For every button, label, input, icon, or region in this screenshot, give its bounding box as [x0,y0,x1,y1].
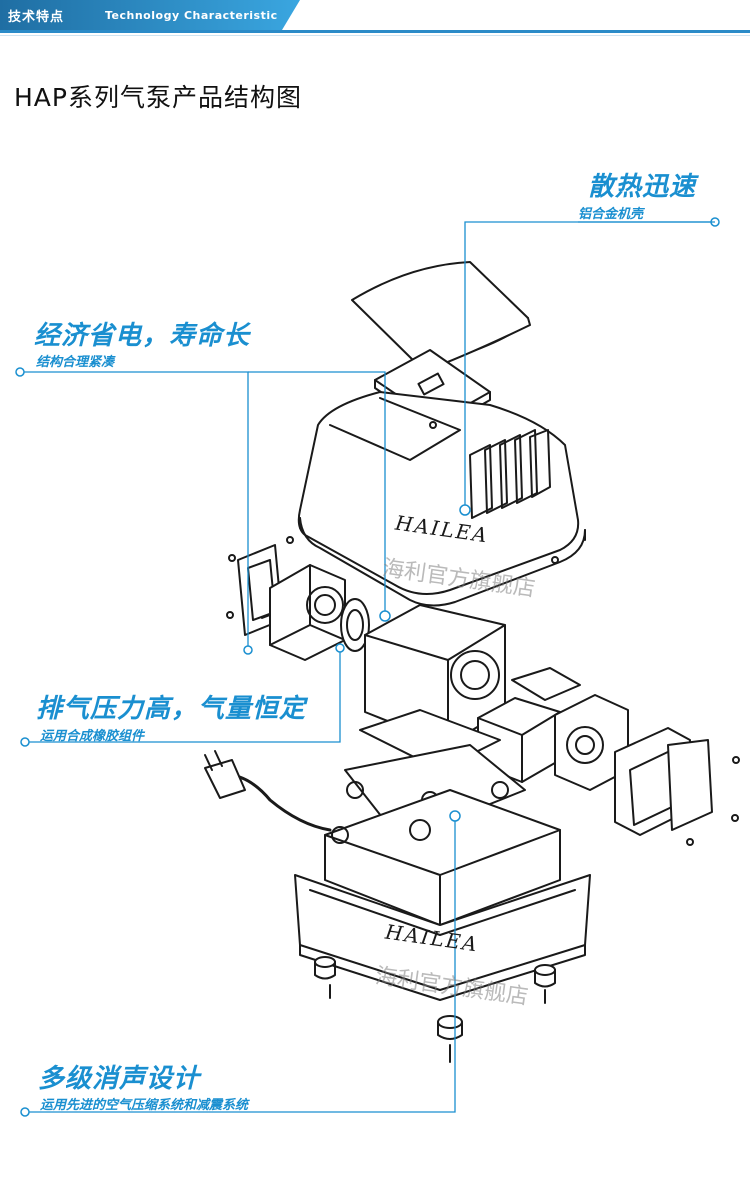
callout-line-3 [25,650,341,743]
callout-sub-pressure: 运用合成橡胶组件 [40,729,145,744]
callout-sub-silencing: 运用先进的空气压缩系统和减震系统 [40,1098,249,1113]
left-diaphragm [340,598,370,652]
callout-heading-heat: 散热迅速 [588,172,697,202]
foot-right [534,964,556,976]
callout-heading-economy: 经济省电，寿命长 [34,321,251,351]
foot-front [437,1015,463,1029]
lower-deck [324,789,561,926]
left-chamber [269,564,346,661]
callout-heading-pressure: 排气压力高，气量恒定 [36,694,307,724]
callout-sub-heat: 铝合金机壳 [578,207,644,222]
header-title-en: Technology Characteristic [105,9,278,22]
header-bar: 技术特点 Technology Characteristic [0,0,750,40]
top-cover-plate [351,261,529,366]
header-title-cn: 技术特点 [8,10,65,25]
callout-heading-silencing: 多级消声设计 [38,1064,201,1094]
callout-line-4 [25,818,456,1113]
page-title: HAP系列气泵产品结构图 [14,83,302,112]
header-bar-background [0,0,750,36]
foot-left [314,956,336,968]
callout-line-2 [20,371,249,648]
callout-sub-economy: 结构合理紧凑 [36,355,115,370]
power-plug [204,759,246,799]
